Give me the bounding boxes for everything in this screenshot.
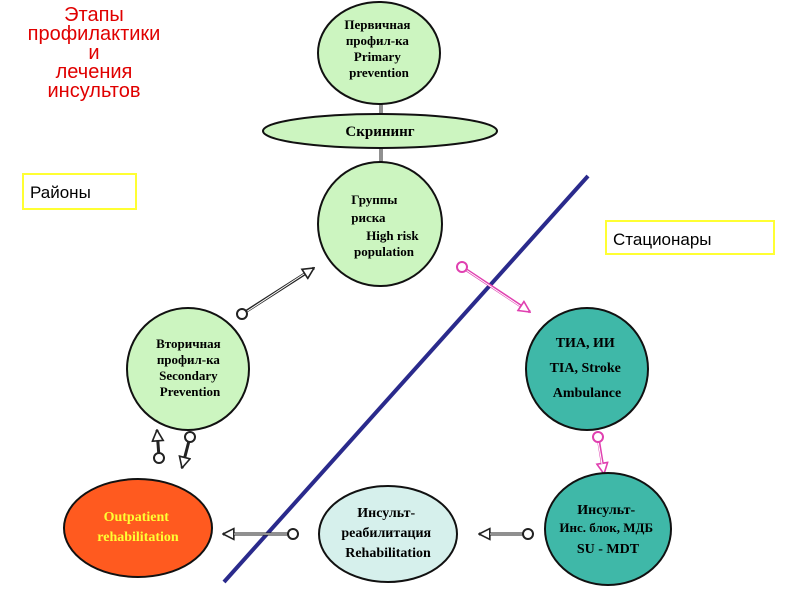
svg-text:Вторичная профил-ка: Вторичная профил-ка Secondary Prevention: [156, 336, 224, 399]
node-outpatient-line: rehabilitation: [97, 530, 179, 545]
districts-label: Районы: [22, 173, 137, 210]
page-title: Этапы профилактики и лечения инсультов: [8, 4, 180, 102]
node-risk-line: Группы: [351, 192, 397, 207]
svg-text:Первичная профил-ка: Первичная профил-ка Primary prevention: [344, 17, 413, 80]
node-rehab: Инсульт- реабилитация Rehabilitation: [318, 485, 458, 583]
svg-text:Группы риска High: Группы риска High risk population: [351, 192, 422, 259]
title-line: Этапы: [64, 4, 124, 26]
connectors: [157, 100, 604, 534]
node-su-line: Инс. блок, МДБ: [559, 520, 653, 535]
node-tia-line: ТИА, ИИ: [556, 336, 615, 351]
svg-text:Outpatient rehabilitatio: Outpatient rehabilitation: [97, 510, 179, 545]
node-rehab-line: реабилитация: [341, 526, 431, 541]
node-primary-line: Первичная: [344, 17, 410, 32]
node-screening-label: Скрининг: [345, 124, 414, 140]
connector-dots: [153, 92, 604, 540]
node-risk-groups: Группы риска High risk population: [317, 161, 443, 287]
divider-line: [222, 174, 590, 584]
title-line: и: [88, 42, 100, 64]
node-stroke-unit: Инсульт- Инс. блок, МДБ SU - MDT: [544, 472, 672, 586]
hospitals-label: Стационары: [605, 220, 775, 255]
node-primary: Первичная профил-ка Primary prevention: [317, 1, 441, 105]
node-secondary: Вторичная профил-ка Secondary Prevention: [126, 307, 250, 431]
node-secondary-line: профил-ка: [157, 352, 221, 367]
node-primary-line: профил-ка: [346, 33, 410, 48]
node-risk-line: High risk: [366, 228, 419, 243]
title-line: лечения: [55, 61, 133, 83]
hospitals-label-text: Стационары: [613, 230, 712, 249]
node-risk-line: риска: [351, 210, 386, 225]
node-su-line: SU - MDT: [577, 542, 640, 557]
node-tia: ТИА, ИИ TIA, Stroke Ambulance: [525, 307, 649, 431]
svg-text:Инсульт- реабилитация: Инсульт- реабилитация Rehabilitation: [341, 506, 434, 561]
svg-text:Инсульт- Инс. блок, МДБ: Инсульт- Инс. блок, МДБ SU - MDT: [559, 503, 656, 557]
title-line: инсультов: [47, 80, 141, 102]
title-line: профилактики: [27, 23, 161, 45]
node-primary-line: prevention: [349, 65, 409, 80]
node-su-line: Инсульт-: [577, 503, 635, 518]
node-risk-line: population: [354, 244, 415, 259]
node-rehab-line: Инсульт-: [357, 506, 415, 521]
node-secondary-line: Secondary: [159, 368, 218, 383]
node-tia-line: Ambulance: [553, 386, 621, 401]
node-outpatient: Outpatient rehabilitation: [63, 478, 213, 578]
node-primary-line: Primary: [354, 49, 401, 64]
node-outpatient-line: Outpatient: [104, 510, 170, 525]
districts-label-text: Районы: [30, 183, 91, 202]
node-secondary-line: Вторичная: [156, 336, 220, 351]
svg-text:ТИА, ИИ TIA, Stroke: ТИА, ИИ TIA, Stroke Ambulance: [550, 336, 625, 401]
node-rehab-line: Rehabilitation: [345, 546, 431, 561]
node-secondary-line: Prevention: [160, 384, 221, 399]
node-screening: Скрининг: [262, 113, 498, 149]
node-tia-line: TIA, Stroke: [550, 361, 621, 376]
